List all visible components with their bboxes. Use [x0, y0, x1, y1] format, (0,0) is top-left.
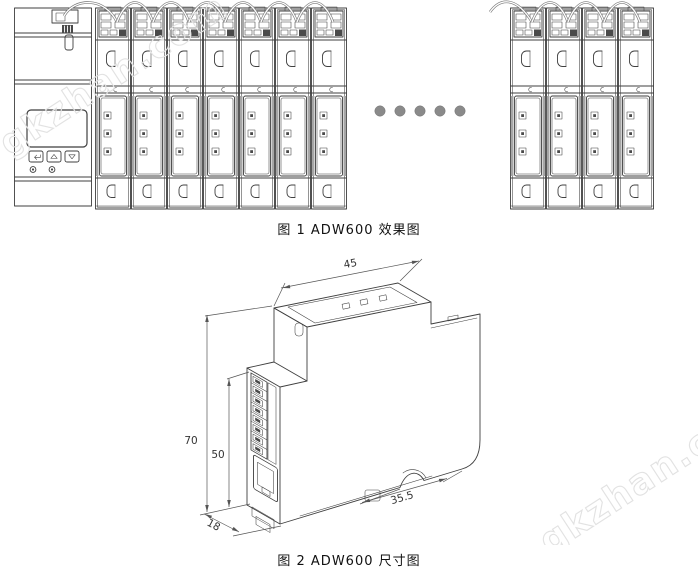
- ellipsis-dots: [374, 105, 466, 117]
- terminal-cell: [252, 395, 263, 407]
- release-clip-arc: [402, 469, 427, 479]
- front-face-detail: [250, 372, 278, 503]
- master-unit: [14, 7, 92, 207]
- lcd-display: [26, 109, 88, 148]
- figure1-caption: 图 1 ADW600 效果图: [277, 223, 421, 238]
- down-button: [64, 150, 80, 163]
- watermark-bottom-right: gkzhan.com: [532, 384, 698, 545]
- terminal-cell: [252, 404, 263, 417]
- ellipsis-dot: [374, 105, 386, 117]
- ellipsis-dot: [414, 105, 426, 117]
- module-isometric-body: [246, 282, 481, 533]
- meter-module: [618, 6, 654, 210]
- dimension-annotations: 45 70 50 35.5 18: [184, 257, 463, 537]
- enter-icon: [34, 154, 41, 160]
- meter-module: [582, 6, 618, 210]
- figure1-drawing: gkzhan.com: [0, 0, 654, 210]
- dim-width: 18: [205, 517, 222, 534]
- comm-connector: [51, 9, 79, 51]
- terminal-cell: [252, 443, 263, 456]
- up-arrow-icon: [50, 154, 58, 159]
- jumper-wire: [62, 1, 119, 23]
- dim-total-height: 70: [184, 435, 197, 447]
- meter-module: [275, 6, 311, 210]
- ellipsis-dot: [394, 105, 406, 117]
- figure2-caption: 图 2 ADW600 尺寸图: [277, 554, 421, 569]
- top-slots: [341, 294, 388, 310]
- up-button: [46, 150, 62, 163]
- meter-module: [546, 6, 582, 210]
- terminal-cell: [252, 424, 263, 436]
- meter-module: [239, 6, 275, 210]
- terminal-cell: [252, 376, 263, 388]
- terminal-cells: [250, 376, 268, 456]
- enter-button: [28, 150, 44, 163]
- meter-module: [311, 6, 347, 210]
- terminal-cell: [252, 385, 263, 398]
- clip-end: [364, 489, 381, 502]
- dim-front-height: 50: [211, 449, 224, 461]
- wires-layer: [62, 0, 642, 23]
- ellipsis-dot: [434, 105, 446, 117]
- latch-slot: [294, 322, 304, 337]
- terminal-cell: [252, 433, 263, 446]
- down-arrow-icon: [68, 154, 76, 160]
- rj45-port: [253, 454, 278, 503]
- terminal-cell: [252, 414, 263, 427]
- meter-module: [510, 6, 546, 210]
- ellipsis-dot: [454, 105, 466, 117]
- master-buttons: [28, 150, 80, 163]
- master-indicator-leds: [29, 166, 56, 173]
- flange-slot: [447, 314, 459, 322]
- figure2-drawing: 45 70 50 35.5 18 gkzhan.com: [184, 257, 698, 545]
- bottom-steps: [251, 506, 275, 533]
- dim-top-depth: 45: [343, 257, 358, 271]
